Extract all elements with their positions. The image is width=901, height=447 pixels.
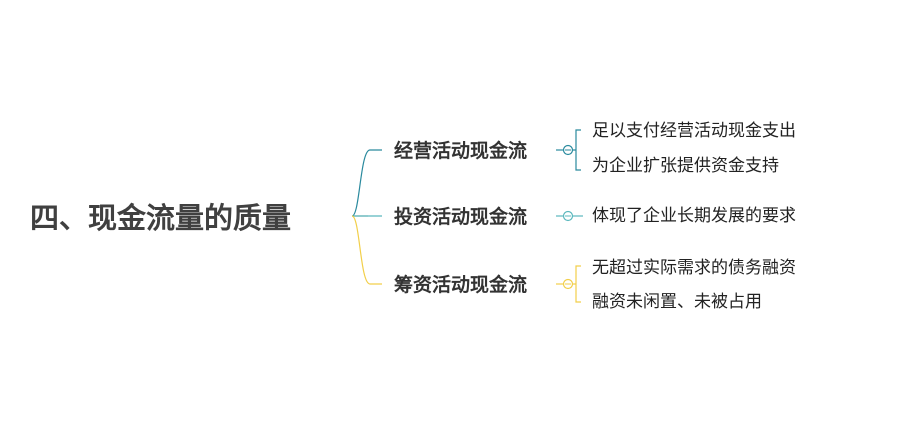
- leaf-bracket-financing: [573, 265, 581, 303]
- branch-topic-financing[interactable]: 筹资活动现金流: [394, 274, 528, 296]
- leaf-bracket-operating: [573, 129, 581, 171]
- leaf-topic[interactable]: 为企业扩张提供资金支持: [592, 156, 779, 176]
- branch-topic-investing[interactable]: 投资活动现金流: [394, 206, 528, 228]
- branch-topic-operating[interactable]: 经营活动现金流: [394, 140, 528, 162]
- leaf-topic[interactable]: 无超过实际需求的债务融资: [592, 258, 796, 278]
- leaf-topic[interactable]: 融资未闲置、未被占用: [592, 292, 762, 312]
- leaf-topic[interactable]: 足以支付经营活动现金支出: [592, 121, 796, 141]
- leaf-topic[interactable]: 体现了企业长期发展的要求: [592, 206, 796, 226]
- root-topic[interactable]: 四、现金流量的质量: [30, 201, 292, 235]
- connector-branch-operating: [351, 149, 382, 217]
- connector-branch-financing: [351, 215, 382, 285]
